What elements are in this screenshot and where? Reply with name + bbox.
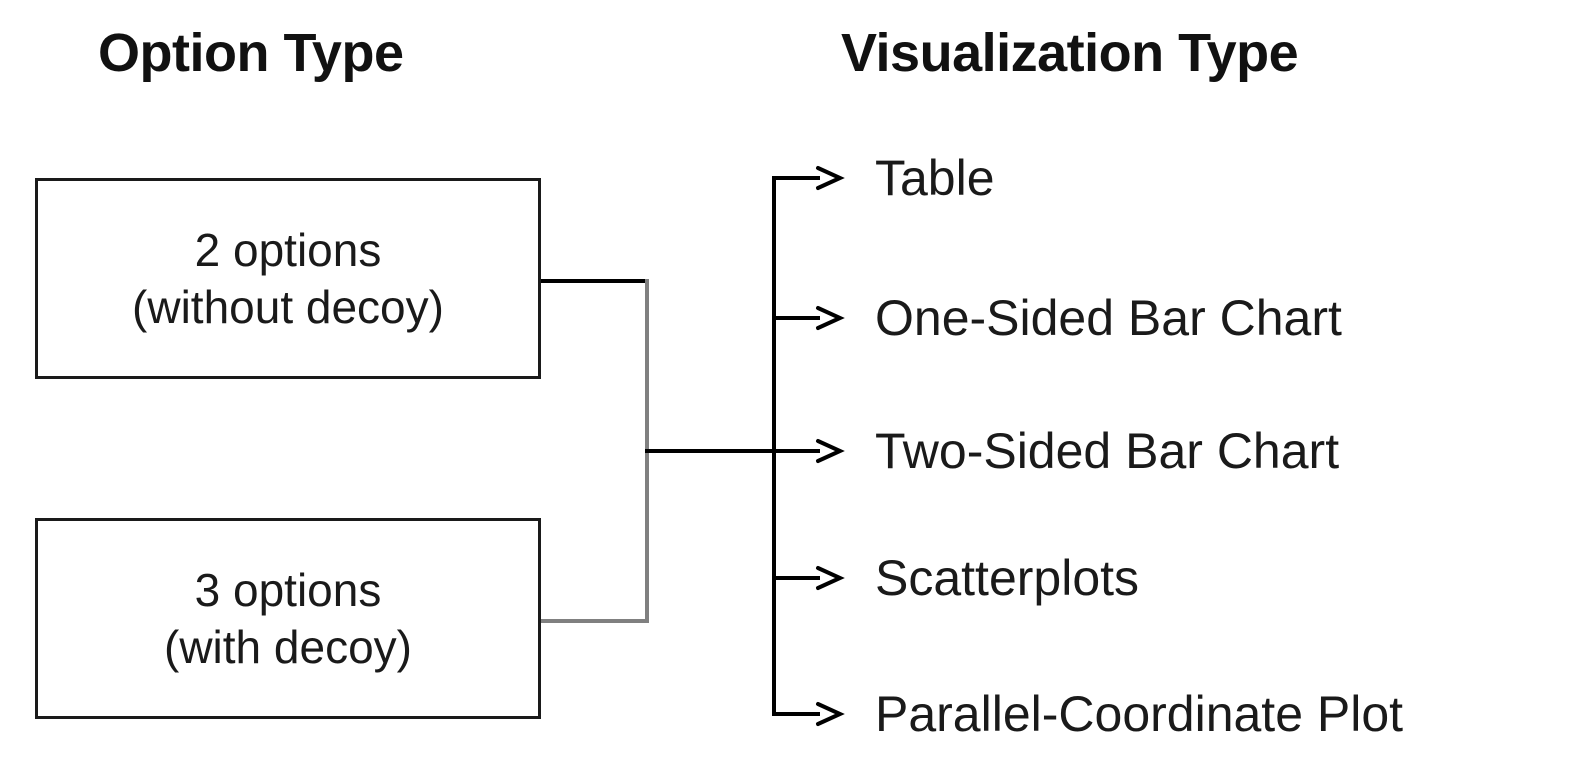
connector-stub-from-2-options xyxy=(541,279,649,283)
option-box-3-options-line2: (with decoy) xyxy=(164,620,412,673)
viz-label-table: Table xyxy=(875,150,995,206)
arrow-shaft-icon xyxy=(772,449,820,453)
option-box-2-options[interactable]: 2 options (without decoy) xyxy=(35,178,541,379)
arrow-head-icon xyxy=(812,697,846,731)
arrow-shaft-icon xyxy=(772,712,820,716)
arrow-shaft-icon xyxy=(772,576,820,580)
column-header-visualization-type: Visualization Type xyxy=(841,23,1299,83)
arrow-shaft-icon xyxy=(772,176,820,180)
viz-label-scatterplots: Scatterplots xyxy=(875,550,1140,606)
arrow-head-icon xyxy=(812,301,846,335)
connector-bracket-to-trunk xyxy=(645,449,776,453)
option-box-3-options-line1: 3 options xyxy=(194,564,382,617)
option-box-2-options-line2: (without decoy) xyxy=(132,280,444,333)
arrow-head-icon xyxy=(812,561,846,595)
connector-stub-from-3-options xyxy=(541,619,649,623)
arrow-head-icon xyxy=(812,161,846,195)
viz-label-one-sided-bar-chart: One-Sided Bar Chart xyxy=(875,290,1342,346)
column-header-option-type: Option Type xyxy=(98,23,404,83)
option-box-3-options[interactable]: 3 options (with decoy) xyxy=(35,518,541,719)
arrow-shaft-icon xyxy=(772,316,820,320)
arrow-head-icon xyxy=(812,434,846,468)
option-box-2-options-line1: 2 options xyxy=(194,224,382,277)
viz-label-parallel-coordinate-plot: Parallel-Coordinate Plot xyxy=(875,686,1404,742)
arrow-trunk-vertical xyxy=(772,176,776,716)
viz-label-two-sided-bar-chart: Two-Sided Bar Chart xyxy=(875,423,1340,479)
